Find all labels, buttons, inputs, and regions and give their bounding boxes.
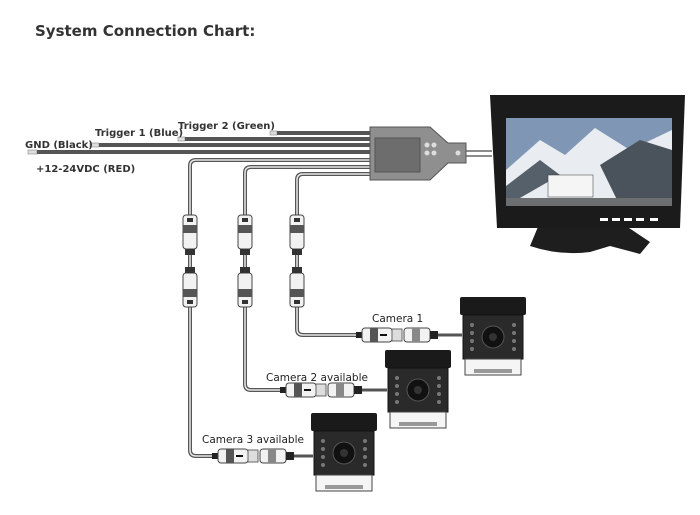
camera-3-label: Camera 3 available — [202, 434, 304, 446]
label-trigger1: Trigger 1 (Blue) — [95, 128, 183, 139]
wire-power — [27, 149, 372, 155]
page-title: System Connection Chart: — [35, 22, 255, 40]
camera-2-label: Camera 2 available — [266, 372, 368, 384]
camera-cables — [188, 158, 372, 458]
camera-1: Camera 1 — [355, 296, 527, 376]
camera-2: Camera 2 available — [266, 349, 452, 429]
wire-gnd — [89, 142, 372, 148]
label-power: +12-24VDC (RED) — [36, 164, 135, 175]
label-trigger2: Trigger 2 (Green) — [178, 121, 275, 132]
camera-3: Camera 3 available — [202, 412, 378, 492]
wire-trigger2 — [269, 130, 372, 136]
label-gnd: GND (Black) — [25, 140, 93, 151]
wire-trigger1 — [177, 136, 372, 142]
wiring-hub — [369, 126, 492, 181]
camera-1-label: Camera 1 — [372, 313, 423, 325]
monitor — [490, 95, 685, 254]
